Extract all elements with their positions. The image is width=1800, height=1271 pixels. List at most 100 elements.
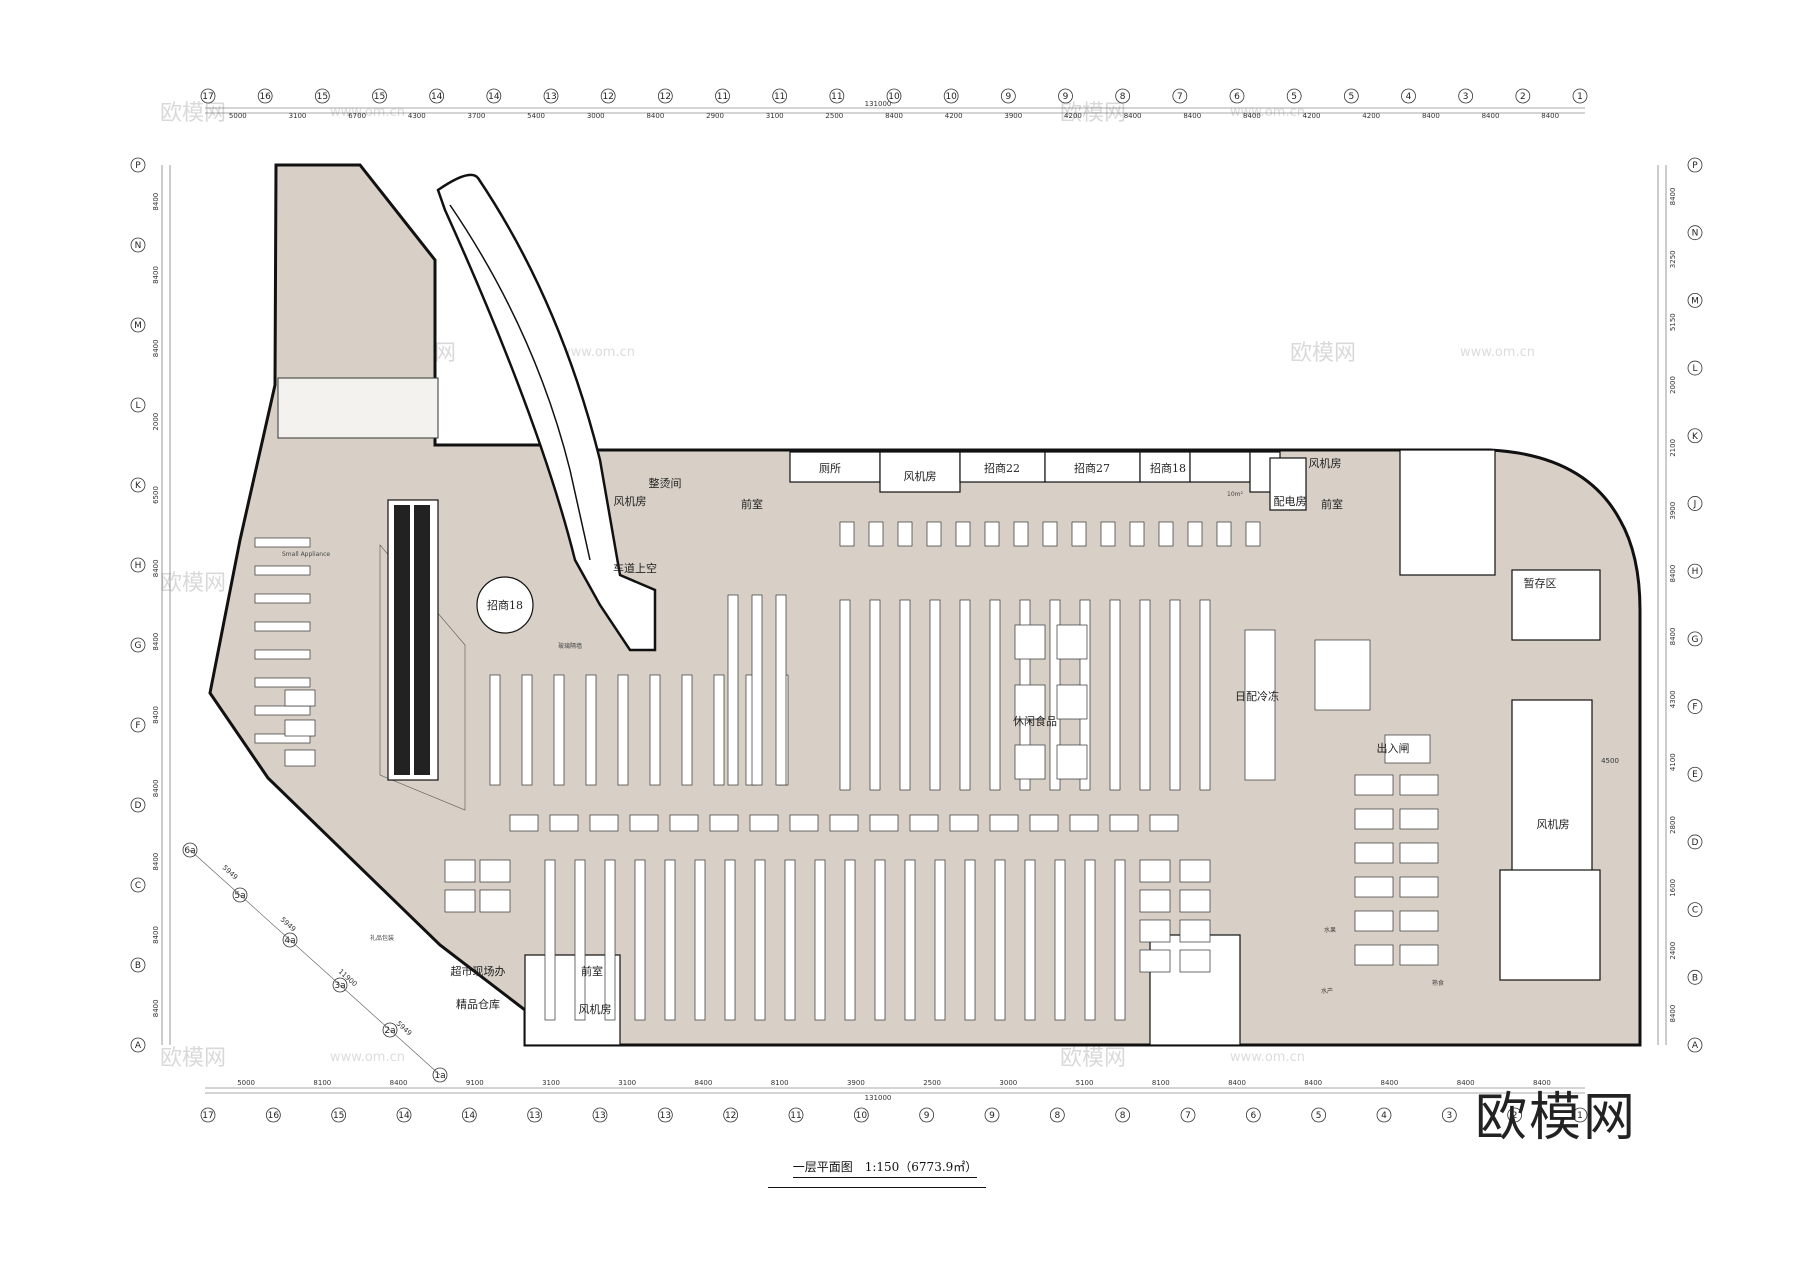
svg-text:2a: 2a: [384, 1026, 395, 1036]
svg-text:10: 10: [856, 1111, 868, 1121]
shelf-119: [479, 889, 511, 913]
title-underline: [768, 1187, 986, 1188]
svg-text:11: 11: [717, 92, 728, 102]
left-axis-3: L: [130, 397, 146, 413]
right-dim-8: 4300: [1669, 690, 1677, 708]
shelf-7: [1042, 521, 1058, 547]
svg-text:K: K: [135, 481, 142, 491]
bottom-dim-2: 8400: [390, 1079, 408, 1087]
shelf-107: [254, 593, 311, 604]
top-dim-13: 3900: [1004, 112, 1022, 120]
bottom-dim-13: 8400: [1228, 1079, 1246, 1087]
top-dim-15: 8400: [1124, 112, 1142, 120]
watermark-url-8: www.om.cn: [330, 1050, 405, 1065]
shelf-111: [254, 705, 311, 716]
bottom-dim-7: 8100: [771, 1079, 789, 1087]
top-axis-21: 4: [1401, 88, 1416, 104]
shelf-70: [694, 859, 706, 1021]
svg-text:4: 4: [1406, 92, 1412, 102]
left-axis-4: K: [130, 477, 146, 493]
label-leisure-food: 休闲食品: [1013, 714, 1057, 728]
shelf-76: [874, 859, 886, 1021]
top-dim-2: 6700: [348, 112, 366, 120]
right-axis-2: M: [1687, 292, 1703, 308]
shelving-layer: [254, 521, 1439, 1021]
svg-text:B: B: [1692, 973, 1698, 983]
round-tenant: [476, 576, 534, 634]
shelf-59: [949, 814, 979, 832]
svg-text:14: 14: [488, 92, 500, 102]
shelf-82: [1054, 859, 1066, 1021]
shelf-25: [727, 594, 739, 786]
room-tenant-18a: 招商18: [1150, 461, 1186, 475]
room-labels: 厕所 风机房 招商22 招商27 招商18 风机房 配电房 招商18 车道上空 …: [282, 456, 1619, 1016]
shelf-85: [1354, 774, 1394, 796]
right-axis-5: J: [1687, 496, 1703, 511]
bottom-axis-13: 8: [1049, 1107, 1065, 1123]
right-dim-9: 4100: [1669, 753, 1677, 771]
svg-text:C: C: [135, 881, 141, 891]
shelf-56: [829, 814, 859, 832]
left-dim-4: 6500: [152, 486, 160, 504]
shelf-96: [1399, 944, 1439, 966]
bottom-dim-17: 8400: [1533, 1079, 1551, 1087]
svg-text:9: 9: [989, 1111, 995, 1121]
svg-text:15: 15: [374, 92, 385, 102]
right-axis-11: C: [1687, 902, 1703, 918]
shelf-99: [1139, 889, 1171, 913]
shelf-116: [444, 859, 476, 883]
shelf-31: [929, 599, 941, 791]
label-daily: 日配冷冻: [1235, 689, 1279, 703]
top-dim-9: 3100: [766, 112, 784, 120]
room-sorting: 整烫间: [649, 476, 682, 490]
bottom-dim-9: 2500: [923, 1079, 941, 1087]
left-dim-9: 8400: [152, 853, 160, 871]
bottom-dim-8: 3900: [847, 1079, 865, 1087]
right-axis-7: G: [1687, 631, 1703, 647]
top-axis-12: 10: [886, 88, 902, 104]
svg-text:12: 12: [602, 92, 613, 102]
svg-text:9: 9: [1005, 92, 1011, 102]
label-glass-wall: 玻璃隔墙: [558, 642, 582, 650]
svg-text:15: 15: [333, 1111, 344, 1121]
shelf-73: [784, 859, 796, 1021]
svg-text:6: 6: [1234, 92, 1240, 102]
svg-text:1: 1: [1577, 92, 1583, 102]
svg-text:6: 6: [1250, 1111, 1256, 1121]
bottom-dim-1: 8100: [313, 1079, 331, 1087]
shelf-27: [775, 594, 787, 786]
watermark-url-0: www.om.cn: [330, 105, 405, 120]
right-axis-3: L: [1687, 360, 1703, 376]
shelf-28: [839, 599, 851, 791]
drawing-title: 一层平面图 1:150（6773.9㎡）: [770, 1158, 1000, 1178]
shelf-40: [1199, 599, 1211, 791]
shelf-118: [444, 889, 476, 913]
shelf-54: [749, 814, 779, 832]
shelf-72: [754, 859, 766, 1021]
shelf-4: [955, 521, 971, 547]
right-axis-12: B: [1687, 969, 1703, 985]
bottom-axis-21: 1: [1572, 1107, 1588, 1123]
top-axis-24: 1: [1572, 88, 1588, 104]
shelf-63: [1109, 814, 1139, 832]
top-axis-13: 10: [943, 88, 959, 104]
shelf-110: [254, 677, 311, 688]
shelf-14: [1245, 521, 1261, 547]
svg-text:H: H: [135, 561, 142, 571]
top-dim-10: 2500: [825, 112, 843, 120]
room-ramp: 车道上空: [613, 561, 657, 575]
svg-text:N: N: [135, 241, 142, 251]
svg-text:8: 8: [1054, 1111, 1060, 1121]
shelf-38: [1139, 599, 1151, 791]
top-dim-1: 3100: [289, 112, 307, 120]
shelf-48: [509, 814, 539, 832]
svg-text:8: 8: [1120, 92, 1126, 102]
svg-text:14: 14: [431, 92, 443, 102]
room-front-1: 前室: [1321, 497, 1343, 511]
svg-text:B: B: [135, 961, 141, 971]
left-axis-8: D: [130, 797, 146, 813]
bottom-dim-5: 3100: [618, 1079, 636, 1087]
right-dim-2: 5150: [1669, 313, 1677, 331]
bottom-axis-18: 4: [1376, 1107, 1392, 1123]
